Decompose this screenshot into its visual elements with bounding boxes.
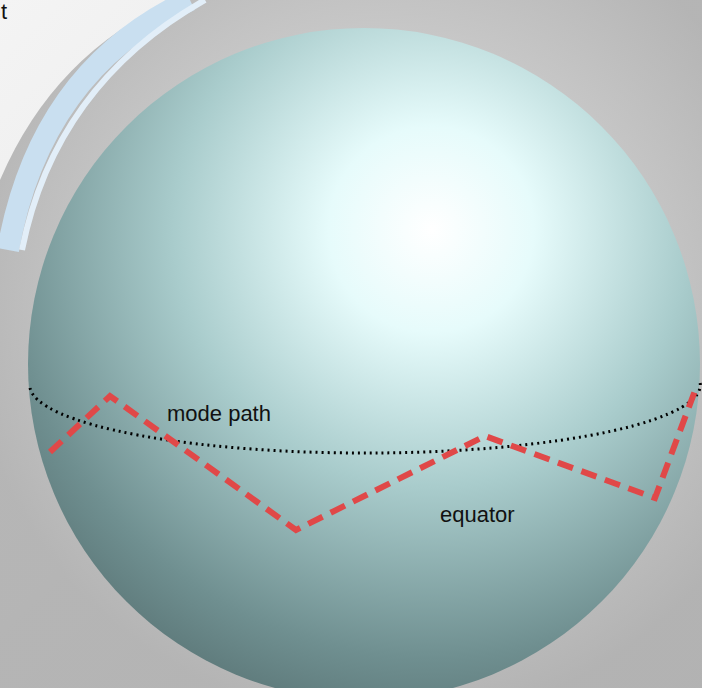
- equator-label: equator: [440, 503, 515, 527]
- sphere: [28, 28, 700, 688]
- equator-line: [30, 382, 700, 453]
- mode-path-label: mode path: [167, 402, 271, 426]
- cut-letter: t: [1, 0, 7, 24]
- mode-path-line: [50, 388, 696, 530]
